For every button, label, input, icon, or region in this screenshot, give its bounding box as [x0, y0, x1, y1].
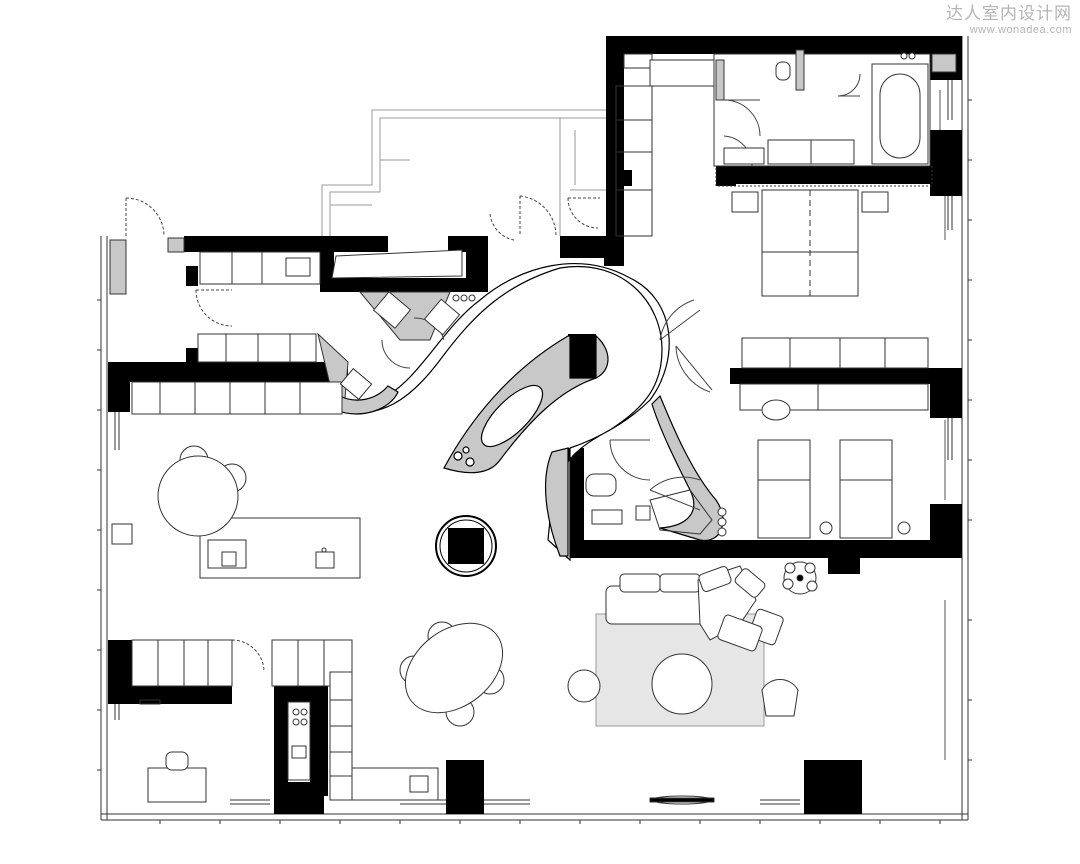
round-table-with-chairs [157, 445, 247, 537]
oval-dining-table [399, 621, 505, 727]
bedroom-two [585, 383, 929, 539]
utility-rooms [131, 249, 476, 415]
radiator-strips [114, 80, 953, 805]
kitchen-island [199, 517, 361, 579]
lounge-area [567, 561, 818, 805]
watermark: 达人室内设计网 www.wonadea.com [946, 4, 1072, 36]
master-bathroom [615, 49, 933, 237]
watermark-url: www.wonadea.com [969, 24, 1072, 36]
watermark-title: 达人室内设计网 [946, 4, 1072, 24]
round-column [435, 515, 497, 577]
study-room [131, 639, 233, 803]
master-bedroom [731, 189, 929, 369]
pantry-room [271, 639, 439, 801]
central-core [335, 263, 724, 562]
